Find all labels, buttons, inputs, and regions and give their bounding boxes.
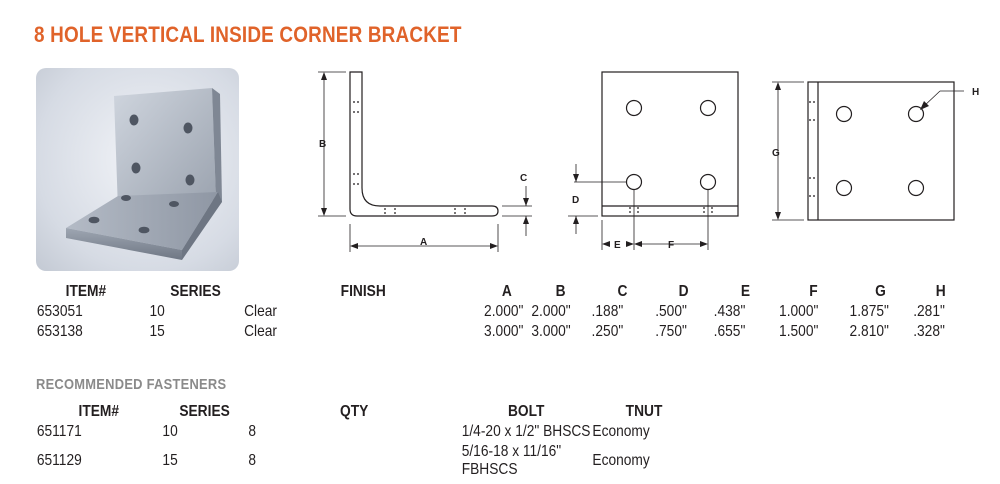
- dim-label-a: A: [420, 237, 427, 248]
- cell-e: .655": [713, 323, 746, 340]
- cell-c: .250": [591, 323, 624, 340]
- cell-item: 653138: [36, 323, 83, 340]
- cell-g: 1.875": [849, 303, 889, 320]
- fasteners-header-row: ITEM# SERIES QTY BOLT TNUT: [36, 402, 696, 422]
- table-row: 653051 10 Clear 2.000" 2.000" .188" .500…: [36, 302, 969, 322]
- cell-item: 651171: [36, 423, 82, 440]
- cell-f: 1.000": [779, 303, 819, 320]
- col-header-series: SERIES: [179, 403, 230, 420]
- dim-label-b: B: [319, 139, 326, 150]
- cell-tnut: Economy: [592, 452, 650, 469]
- col-header-d: D: [678, 283, 689, 300]
- col-header-finish: FINISH: [340, 283, 386, 300]
- cell-d: .750": [655, 323, 687, 340]
- table-row: 651129 15 8 5/16-18 x 11/16" FBHSCS Econ…: [36, 442, 696, 480]
- cell-qty: 8: [248, 452, 257, 469]
- col-header-qty: QTY: [340, 403, 369, 420]
- table-row: 653138 15 Clear 3.000" 3.000" .250" .750…: [36, 322, 969, 342]
- cell-c: .188": [591, 303, 624, 320]
- col-header-f: F: [809, 283, 818, 300]
- col-header-c: C: [617, 283, 628, 300]
- cell-b: 3.000": [531, 323, 571, 340]
- dim-label-h: H: [972, 87, 979, 98]
- col-header-tnut: TNUT: [625, 403, 663, 420]
- cell-a: 2.000": [484, 303, 524, 320]
- cell-b: 2.000": [531, 303, 571, 320]
- cell-series: 15: [162, 452, 178, 469]
- col-header-item: ITEM#: [65, 283, 107, 300]
- cell-series: 10: [149, 303, 165, 320]
- dim-label-g: G: [772, 148, 780, 159]
- cell-bolt: 1/4-20 x 1/2" BHSCS: [461, 423, 591, 440]
- cell-f: 1.500": [779, 323, 819, 340]
- cell-series: 15: [149, 323, 165, 340]
- fasteners-table: ITEM# SERIES QTY BOLT TNUT 651171 10 8 1…: [36, 402, 696, 480]
- cell-bolt: 5/16-18 x 11/16" FBHSCS: [461, 443, 562, 478]
- cell-tnut: Economy: [592, 423, 650, 440]
- spec-table-wrap: ITEM# SERIES FINISH A B C D E F G H 6530…: [36, 282, 1000, 342]
- cell-finish: Clear: [244, 323, 278, 340]
- fasteners-table-wrap: ITEM# SERIES QTY BOLT TNUT 651171 10 8 1…: [36, 402, 804, 480]
- technical-drawings: B A C D E F: [318, 71, 979, 252]
- cell-e: .438": [713, 303, 746, 320]
- col-header-b: B: [555, 283, 566, 300]
- spec-header-row: ITEM# SERIES FINISH A B C D E F G H: [36, 282, 969, 302]
- bracket-illustration: [66, 88, 222, 260]
- col-header-h: H: [935, 283, 946, 300]
- dim-label-d: D: [572, 195, 579, 206]
- fasteners-heading: RECOMMENDED FASTENERS: [36, 376, 227, 393]
- col-header-item: ITEM#: [78, 403, 120, 420]
- cell-a: 3.000": [484, 323, 524, 340]
- dim-label-c: C: [520, 173, 527, 184]
- col-header-a: A: [501, 283, 512, 300]
- col-header-bolt: BOLT: [507, 403, 545, 420]
- dim-label-f: F: [668, 240, 674, 251]
- cell-g: 2.810": [849, 323, 889, 340]
- cell-finish: Clear: [244, 303, 278, 320]
- cell-d: .500": [655, 303, 687, 320]
- cell-item: 653051: [36, 303, 83, 320]
- col-header-g: G: [875, 283, 886, 300]
- page-title: 8 HOLE VERTICAL INSIDE CORNER BRACKET: [34, 22, 462, 47]
- side-view-drawing: [318, 71, 532, 252]
- dim-label-e: E: [614, 240, 621, 251]
- cell-h: .281": [913, 303, 945, 320]
- product-photo: [36, 68, 239, 271]
- cell-item: 651129: [36, 452, 82, 469]
- table-row: 651171 10 8 1/4-20 x 1/2" BHSCS Economy: [36, 422, 696, 442]
- col-header-series: SERIES: [170, 283, 221, 300]
- cell-qty: 8: [248, 423, 257, 440]
- cell-series: 10: [162, 423, 178, 440]
- side-plate-drawing: [772, 81, 964, 221]
- cell-h: .328": [913, 323, 945, 340]
- col-header-e: E: [740, 283, 751, 300]
- spec-table: ITEM# SERIES FINISH A B C D E F G H 6530…: [36, 282, 969, 342]
- front-view-drawing: [568, 71, 739, 250]
